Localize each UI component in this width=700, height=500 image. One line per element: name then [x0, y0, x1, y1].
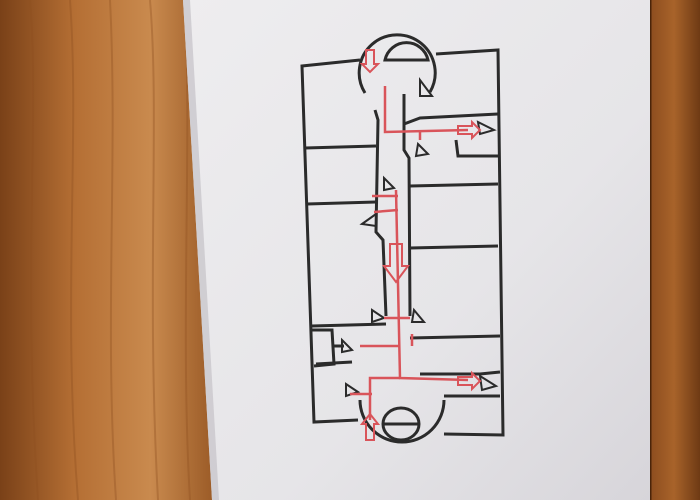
route-stub — [373, 208, 399, 214]
door-swing-icon — [383, 175, 397, 192]
wood-door-left — [0, 0, 215, 500]
room-wall — [304, 144, 377, 150]
outer-wall-right — [435, 48, 505, 437]
route-top — [383, 86, 469, 134]
evacuation-arrow-icon — [457, 119, 482, 141]
room-wall — [311, 322, 387, 328]
room-wall — [420, 370, 501, 376]
staircase-top-half — [383, 41, 430, 62]
evacuation-arrow-icon — [382, 243, 410, 284]
room-wall — [454, 139, 498, 158]
staircase-bottom-icon — [358, 399, 446, 444]
evacuation-route — [350, 86, 469, 420]
paper-sheet — [183, 0, 650, 500]
door-swing-icon — [359, 212, 377, 228]
door-swing-icon — [419, 77, 434, 97]
door-swing-icon — [341, 337, 355, 354]
evacuation-arrow-icon — [359, 412, 381, 441]
door-swing-icon — [414, 141, 431, 158]
evacuation-arrow-icon — [457, 370, 482, 392]
outer-wall-left — [300, 58, 361, 424]
room-wall — [409, 182, 499, 188]
room-wall — [409, 334, 501, 340]
evacuation-arrows — [359, 49, 482, 441]
door-swing-icon — [371, 308, 387, 324]
door-swing-icon — [478, 374, 499, 392]
room-wall — [409, 244, 499, 250]
wood-door-right — [648, 0, 700, 500]
staircase-top-icon — [357, 33, 437, 94]
room-wall — [306, 200, 377, 206]
evacuation-arrow-icon — [359, 49, 381, 74]
route-bottom — [368, 376, 400, 420]
room-wall — [403, 112, 499, 126]
door-swing-icon — [410, 307, 427, 323]
paper-edge-shadow — [183, 0, 219, 500]
wood-grain-left — [29, 0, 191, 500]
corridor-wall-right — [402, 94, 412, 317]
floor-plan — [300, 33, 505, 444]
room-wall — [315, 360, 353, 366]
